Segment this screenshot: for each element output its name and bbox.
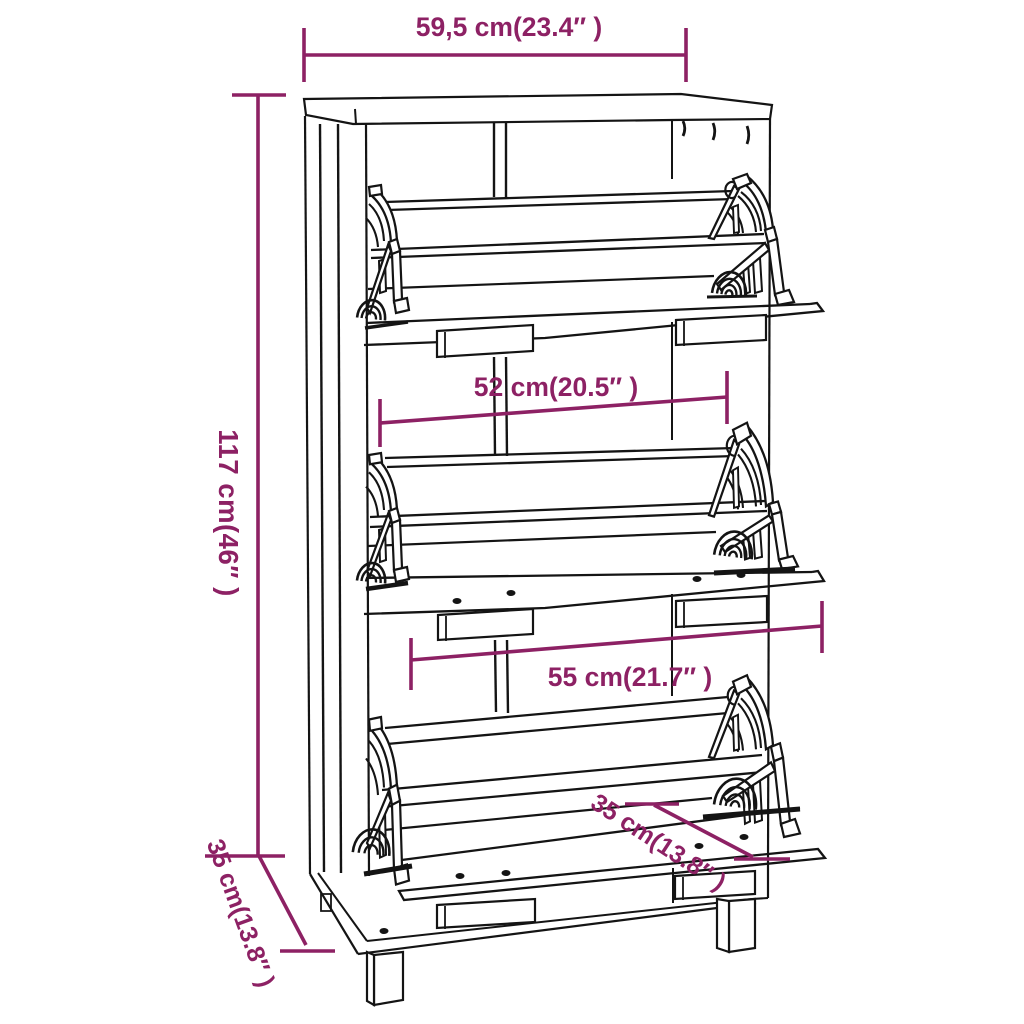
svg-text:55 cm(21.7″ ): 55 cm(21.7″ )	[548, 662, 712, 692]
svg-text:52 cm(20.5″ ): 52 cm(20.5″ )	[474, 372, 638, 402]
svg-text:35 cm(13.8″ ): 35 cm(13.8″ )	[201, 836, 280, 991]
svg-text:59,5 cm(23.4″ ): 59,5 cm(23.4″ )	[416, 12, 603, 42]
svg-text:117 cm(46″ ): 117 cm(46″ )	[213, 429, 244, 596]
